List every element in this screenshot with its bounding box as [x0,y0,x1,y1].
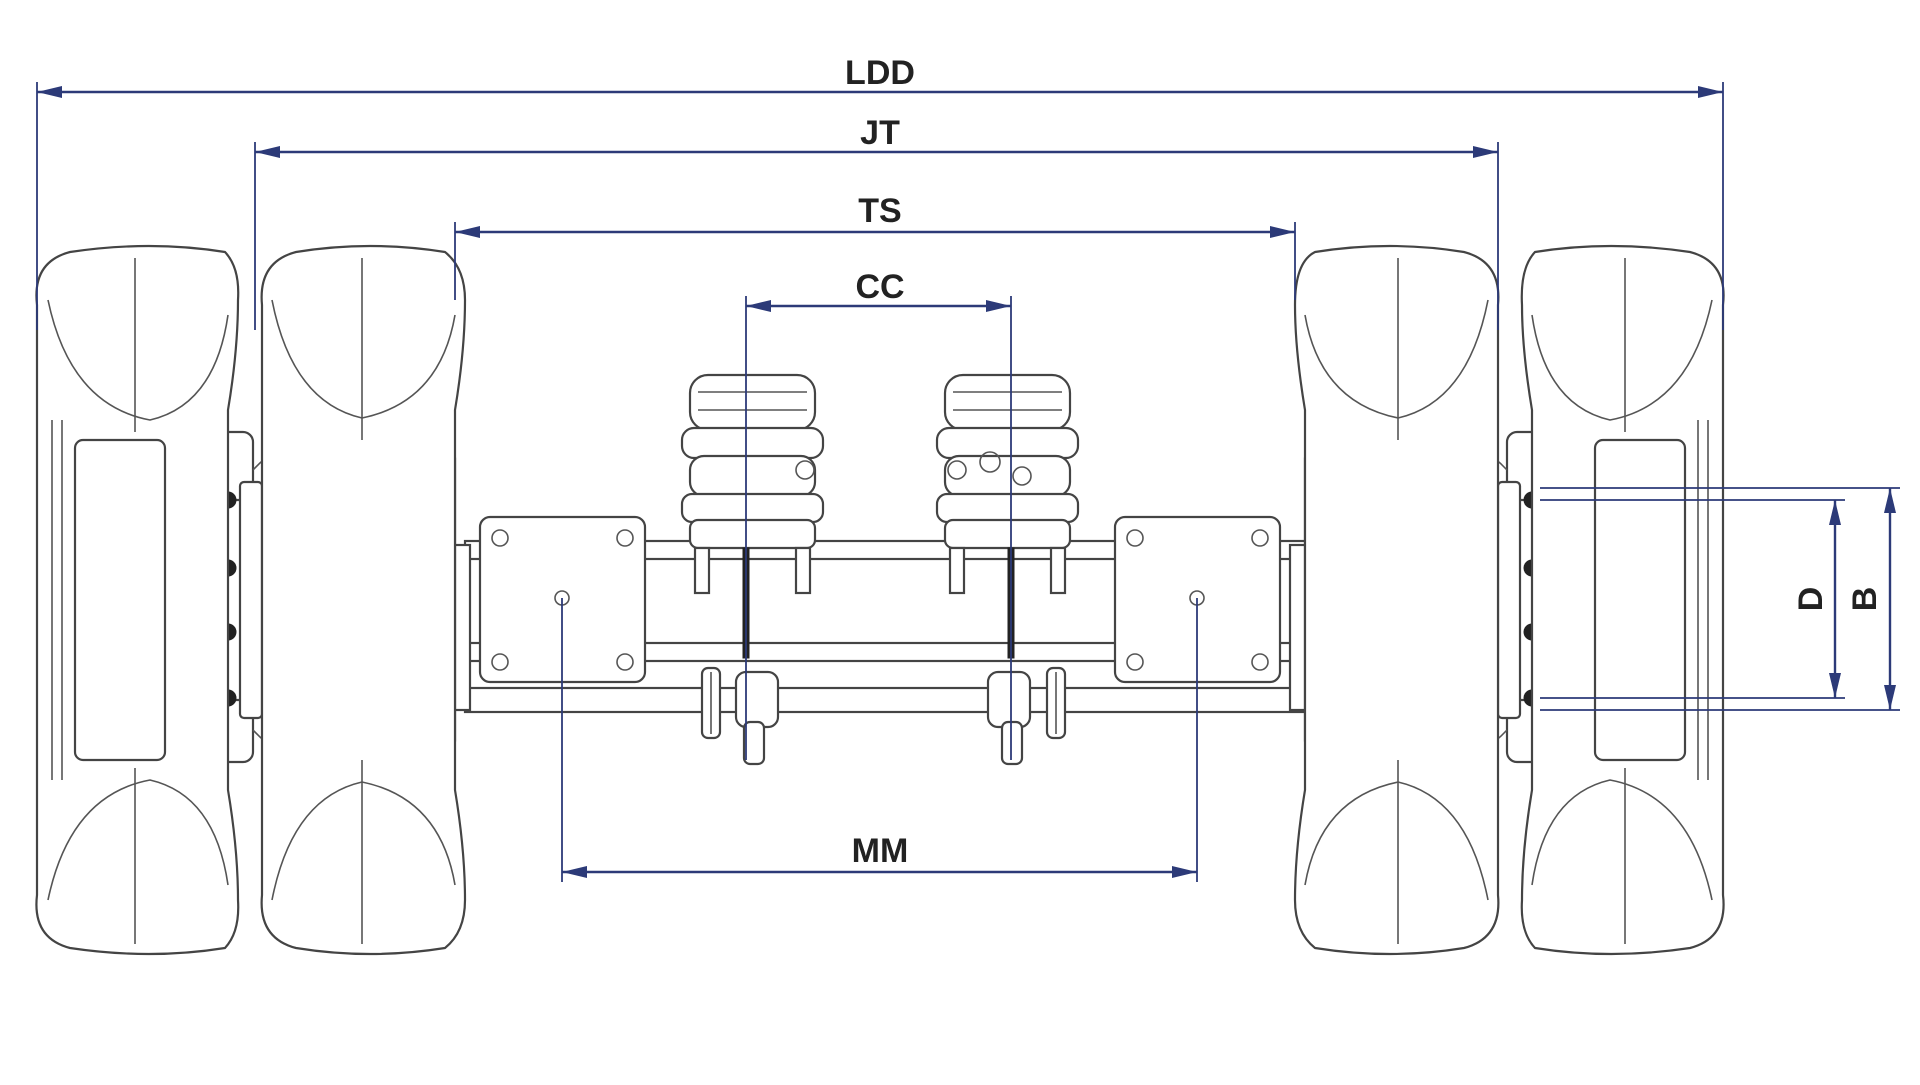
label-d: D [1792,587,1830,612]
brake-chamber-right [935,373,1080,659]
tyre-right-inner [1293,244,1500,956]
label-mm: MM [852,832,909,870]
extension-lines [36,82,1900,882]
tyre-left-outer [35,244,240,956]
label-b: B [1846,587,1884,612]
label-ldd: LDD [845,54,915,92]
dimension-ldd: LDD [37,54,1723,98]
slack-adjuster-right [986,666,1067,766]
dimension-ts: TS [455,192,1295,238]
tyre-right-outer [1520,244,1725,956]
dimension-cc: CC [746,268,1011,312]
label-cc: CC [855,268,904,306]
tyre-left-inner [260,244,467,956]
label-jt: JT [860,114,900,152]
dimension-d: D [1792,500,1841,698]
brake-chamber-left [680,373,825,659]
dimension-jt: JT [255,114,1498,158]
dimension-mm: MM [562,832,1197,878]
slack-adjuster-left [700,666,780,766]
dimension-b: B [1846,488,1896,710]
label-ts: TS [858,192,901,230]
